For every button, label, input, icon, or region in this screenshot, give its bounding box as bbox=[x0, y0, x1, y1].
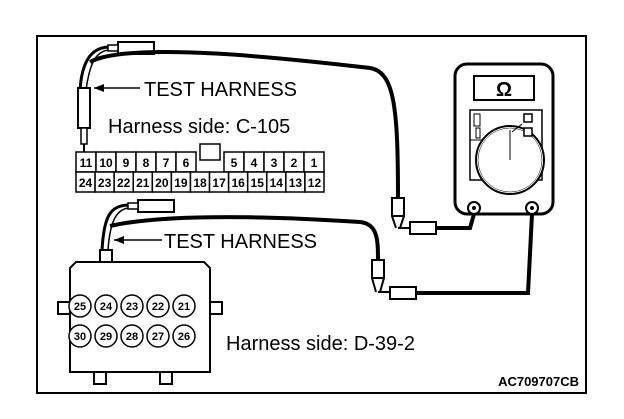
connector-c105-pin-label: 2 bbox=[291, 156, 298, 170]
connector-d39-pin bbox=[68, 324, 92, 348]
connector-d39-pin-label: 24 bbox=[100, 301, 113, 313]
figure-code: AC709707CB bbox=[498, 374, 579, 389]
connector-d39-pin bbox=[94, 294, 118, 318]
connector-c105-pin-label: 3 bbox=[271, 156, 278, 170]
connector-c105-pin-label: 22 bbox=[117, 176, 131, 190]
multimeter: Ω bbox=[453, 62, 555, 216]
connector-d39-pin bbox=[146, 294, 170, 318]
connector-c105-pin-label: 21 bbox=[136, 176, 150, 190]
connector-d39-pin bbox=[120, 324, 144, 348]
harness-side-c105-label: Harness side: C-105 bbox=[108, 116, 290, 138]
connector-d39-pin bbox=[146, 324, 170, 348]
connector-c105-pin-label: 5 bbox=[231, 156, 238, 170]
connector-c105-pin-label: 7 bbox=[163, 156, 170, 170]
connector-d39-pin bbox=[172, 324, 196, 348]
ohm-symbol: Ω bbox=[496, 79, 512, 101]
connector-c105-pin-label: 9 bbox=[123, 156, 130, 170]
connector-c105-pin-label: 12 bbox=[308, 176, 322, 190]
connector-c105-cell bbox=[304, 171, 325, 193]
connector-c105-pin-label: 10 bbox=[99, 156, 113, 170]
connector-c105-pin-label: 13 bbox=[289, 176, 303, 190]
meter-probe-lower bbox=[371, 213, 534, 300]
connector-c105-pin-label: 23 bbox=[98, 176, 112, 190]
connector-d39-pin-label: 28 bbox=[126, 331, 138, 343]
test-harness-label-top: TEST HARNESS bbox=[144, 79, 297, 101]
connector-c105-key bbox=[199, 143, 221, 161]
connector-d39-pin bbox=[172, 294, 196, 318]
connector-c105-pin-label: 19 bbox=[174, 176, 188, 190]
connector-d39-pin-label: 22 bbox=[152, 301, 164, 313]
connector-d39-pin-label: 23 bbox=[126, 301, 138, 313]
connector-c105-pin-label: 20 bbox=[155, 176, 169, 190]
connector-c105-pin-label: 14 bbox=[270, 176, 284, 190]
connector-c105-pin-label: 24 bbox=[79, 176, 93, 190]
connector-c105-pin-label: 18 bbox=[193, 176, 207, 190]
connector-c105-pin-label: 15 bbox=[251, 176, 265, 190]
meter-lead-lower bbox=[109, 215, 380, 263]
connector-d39-body bbox=[57, 261, 223, 385]
connector-c105-pin-label: 8 bbox=[143, 156, 150, 170]
harness-side-d39-label: Harness side: D-39-2 bbox=[226, 333, 415, 355]
meter-lead-upper bbox=[89, 50, 400, 201]
connector-d39-pin-label: 27 bbox=[152, 331, 164, 343]
connector-c105-pin-label: 1 bbox=[311, 156, 318, 170]
connector-c105-pin-label: 17 bbox=[212, 176, 226, 190]
connector-d39: 25 24 23 22 21 30 29 28 27 26 bbox=[68, 294, 196, 348]
connector-d39-pin-label: 30 bbox=[74, 331, 86, 343]
connector-c105-pin-label: 6 bbox=[183, 156, 190, 170]
connector-c105-pin-label: 16 bbox=[231, 176, 245, 190]
test-harness-label-bottom: TEST HARNESS bbox=[164, 231, 317, 253]
connector-d39-pin bbox=[68, 294, 92, 318]
diagram-frame bbox=[36, 35, 587, 394]
connector-d39-pin bbox=[94, 324, 118, 348]
connector-d39-pin-label: 25 bbox=[74, 301, 86, 313]
connector-d39-pin-label: 26 bbox=[178, 331, 190, 343]
connector-c105-pin-label: 11 bbox=[80, 156, 93, 170]
connector-c105-pin-label: 4 bbox=[251, 156, 258, 170]
connector-d39-pin bbox=[120, 294, 144, 318]
meter-probe-upper bbox=[391, 197, 476, 235]
connector-d39-pin-label: 29 bbox=[100, 331, 112, 343]
connector-d39-pin-label: 21 bbox=[178, 301, 190, 313]
